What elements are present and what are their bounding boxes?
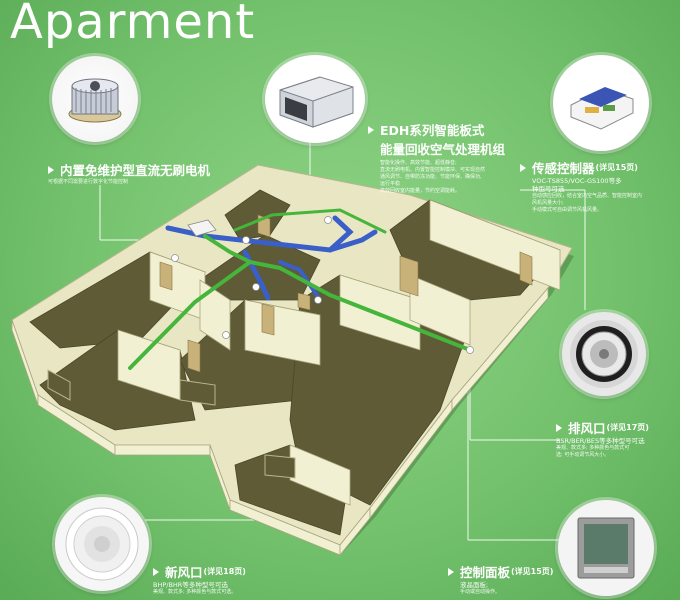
arrow-right-icon	[556, 423, 562, 432]
arrow-right-icon	[448, 567, 454, 576]
sensor-note-1: 自动感应回收，结合室内空气品质、智能控制室内	[532, 193, 643, 199]
edh-desc-4: 运行平稳	[380, 181, 401, 187]
panel-desc-1: 液晶面板;	[460, 581, 489, 589]
exhaust-note-2: 选; 可手动调节风大小。	[556, 452, 610, 458]
exhaust-desc-1: BSR/BER/BES等多种型号可选	[556, 437, 645, 445]
motor-callout: 内置免维护型直流无刷电机 可根据不同需要进行数字化节能控制	[48, 160, 210, 186]
arrow-right-icon	[520, 163, 526, 172]
fresh-note-1: 美观、款式多; 多种颜色与款式可选。	[153, 589, 237, 595]
fresh-air-vent-image	[55, 497, 149, 591]
exhaust-note-1: 美观、款式多; 多种颜色与款式可	[556, 445, 630, 451]
edh-desc-5: 高效回收室内能量，节约空调能耗。	[380, 188, 461, 194]
sensor-callout: 传感控制器(详见15页) VOC-TS855/VOC-GS100等多 种型号可选…	[520, 158, 642, 214]
edh-desc-2: 直流无刷电机、内置智能控制模块、可实现自然	[380, 167, 486, 173]
panel-callout: 控制面板(详见15页) 液晶面板; 手动或自动操作。	[448, 562, 553, 596]
exhaust-page-ref: (详见17页)	[606, 423, 649, 432]
page-title: Aparment	[10, 0, 256, 50]
edh-callout: EDH系列智能板式 能量回收空气处理机组 智能化操作、高效节能、超低静音; 直流…	[368, 120, 505, 195]
exhaust-callout: 排风口(详见17页) BSR/BER/BES等多种型号可选 美观、款式多; 多种…	[556, 418, 649, 459]
arrow-right-icon	[153, 567, 159, 576]
fresh-page-ref: (详见18页)	[203, 567, 246, 576]
motor-heading: 内置免维护型直流无刷电机	[60, 163, 211, 178]
duct-exhaust	[203, 234, 282, 270]
sensor-heading: 传感控制器	[532, 161, 595, 176]
fresh-desc-1: BHP/BHR等多种型号可选	[153, 581, 228, 589]
edh-heading-line2: 能量回收空气处理机组	[380, 142, 506, 157]
sensor-note-3: 手动模式可自由调节风机风量。	[532, 207, 603, 213]
vent-marker	[171, 254, 179, 262]
sensor-desc-2: 种型号可选	[532, 185, 565, 193]
sensor-page-ref: (详见15页)	[595, 163, 638, 172]
fresh-heading: 新风口	[165, 565, 203, 580]
panel-heading: 控制面板	[460, 565, 511, 580]
exhaust-vent-image	[562, 312, 646, 396]
sensor-controller-image	[553, 55, 649, 151]
edh-desc-1: 智能化操作、高效节能、超低静音;	[380, 160, 457, 166]
control-panel-image	[558, 500, 654, 596]
motor-desc: 可根据不同需要进行数字化节能控制	[48, 179, 129, 185]
sensor-desc-1: VOC-TS855/VOC-GS100等多	[532, 177, 622, 185]
edh-desc-3: 通风调节、自带防冻功能、节能环保、确保功,	[380, 174, 482, 180]
motor-image	[52, 56, 138, 142]
panel-note-1: 手动或自动操作。	[460, 589, 501, 595]
edh-unit-image	[265, 55, 365, 143]
air-unit-box	[187, 219, 217, 237]
arrow-right-icon	[48, 165, 54, 174]
edh-heading-line1: EDH系列智能板式	[380, 123, 485, 138]
panel-page-ref: (详见15页)	[511, 567, 554, 576]
sensor-note-2: 风机风量大小;	[532, 200, 564, 206]
fresh-callout: 新风口(详见18页) BHP/BHR等多种型号可选 美观、款式多; 多种颜色与款…	[153, 562, 246, 596]
exhaust-heading: 排风口	[568, 421, 606, 436]
arrow-right-icon	[368, 125, 374, 134]
